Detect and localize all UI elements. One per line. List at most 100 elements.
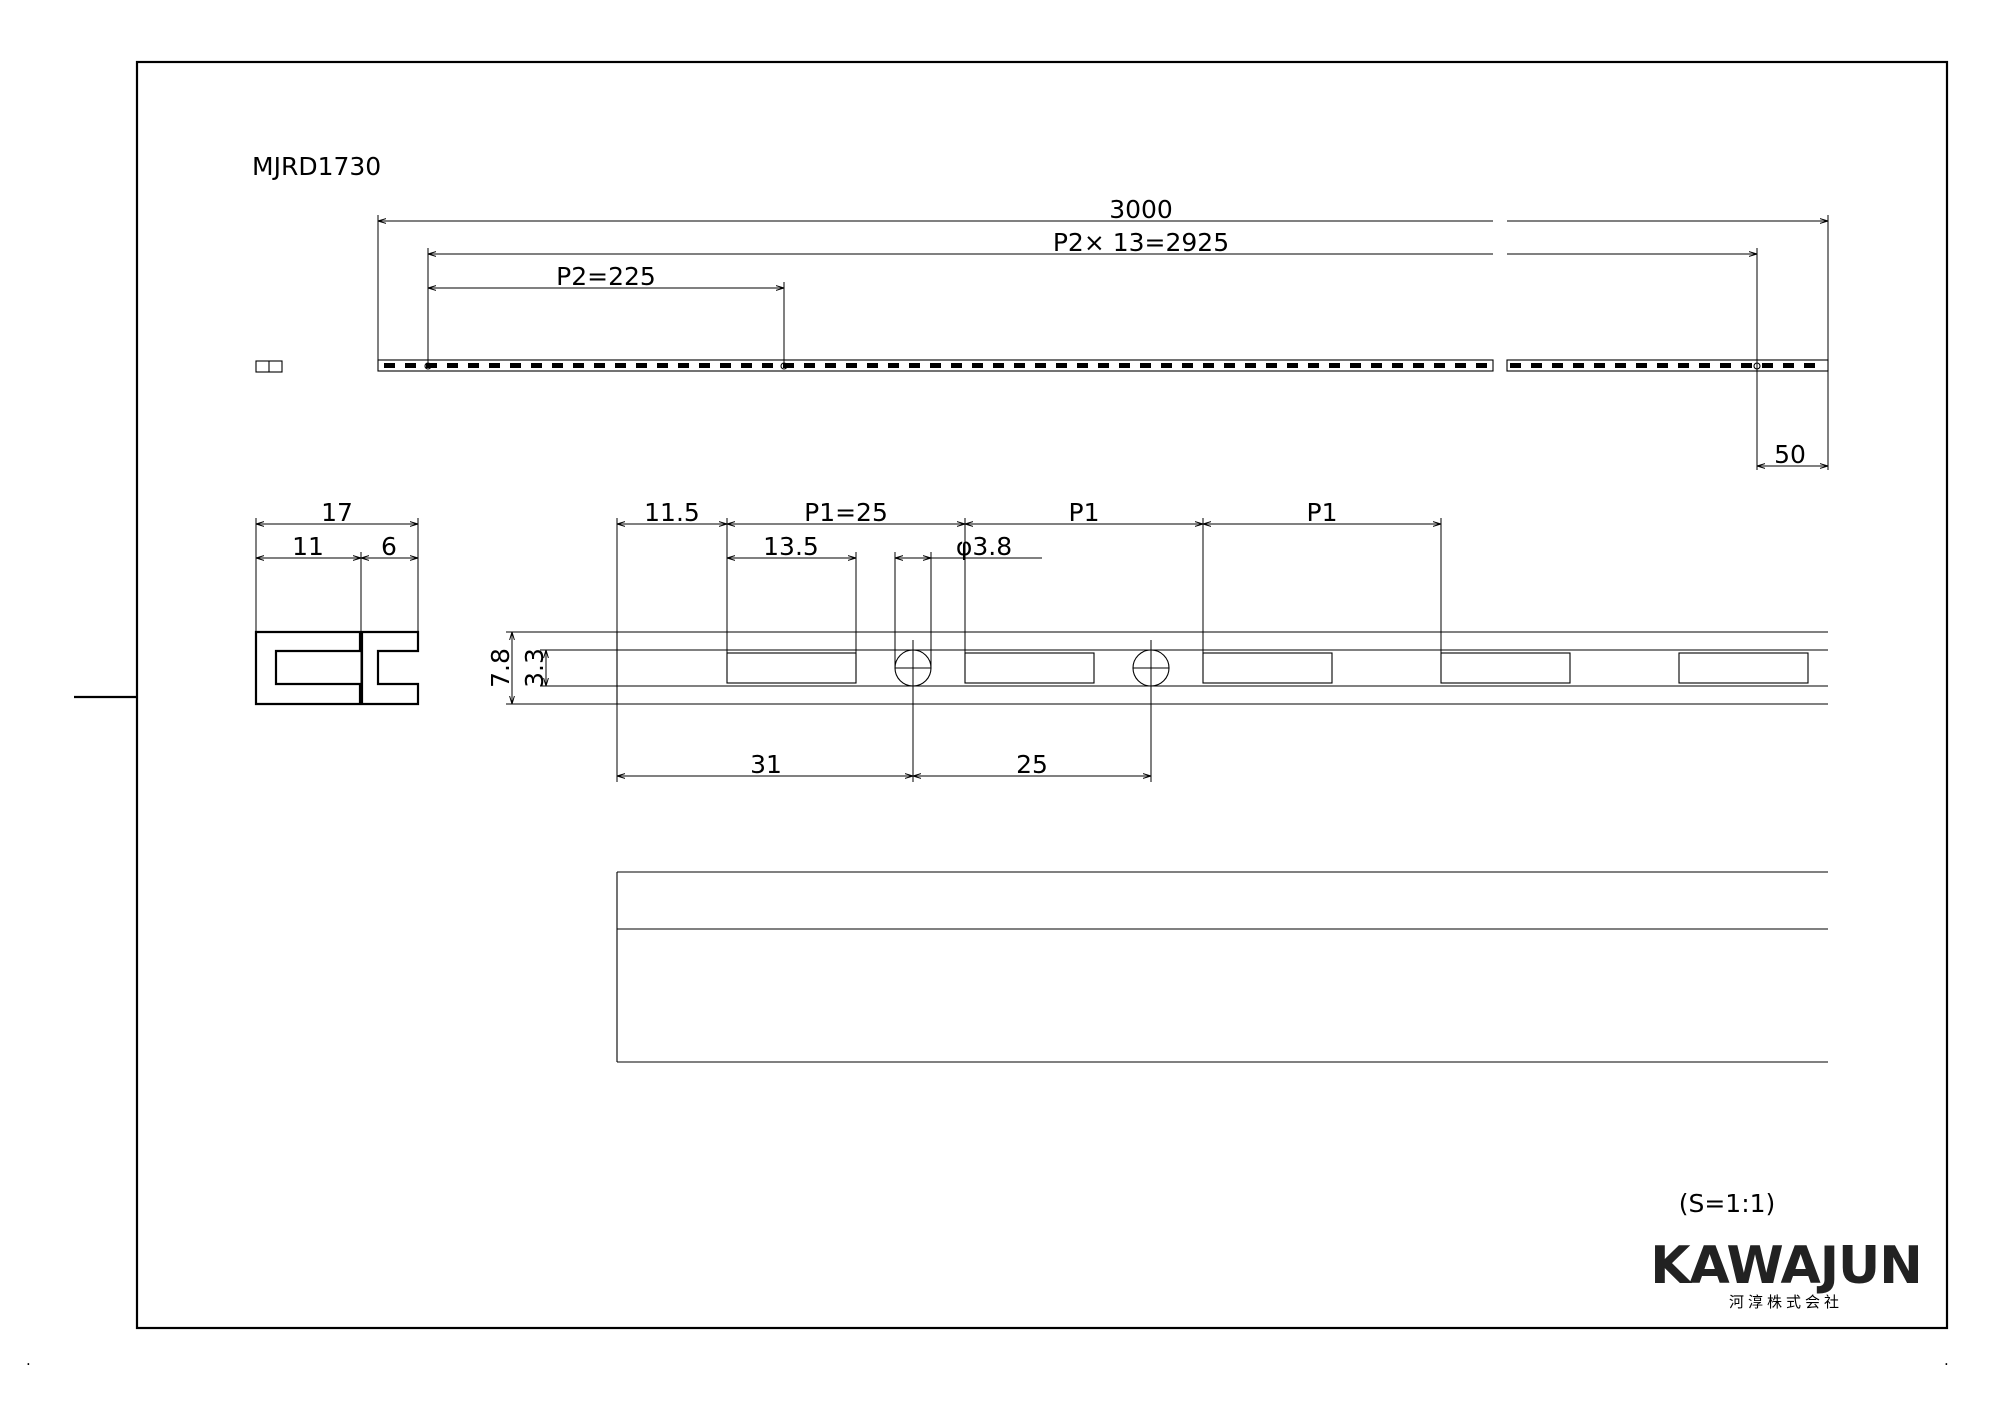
slot-5 (1678, 652, 1809, 684)
slot-1 (726, 652, 857, 684)
rail-slot-mark (615, 363, 626, 368)
rail-slot-mark (1720, 363, 1731, 368)
corner-mark-right: . (1944, 1351, 1949, 1369)
rail-slot-mark (489, 363, 500, 368)
dim-p1-b: P1 (1307, 498, 1338, 527)
drawing-border (135, 60, 1949, 1330)
logo-company: 河淳株式会社 (1729, 1293, 1843, 1311)
corner-mark-left: . (26, 1351, 31, 1369)
rail-slot-mark (1287, 363, 1298, 368)
dim-hole-pitch: 25 (1016, 750, 1048, 779)
rail-slot-mark (1573, 363, 1584, 368)
slot-4 (1440, 652, 1571, 684)
rail-slot-mark (825, 363, 836, 368)
dim-height-inner: 3.3 (520, 648, 549, 688)
rail-slot-mark (678, 363, 689, 368)
rail-slot-mark (1678, 363, 1689, 368)
rail-slot-mark (1014, 363, 1025, 368)
rail-slot-mark (384, 363, 395, 368)
rail-slot-mark (1804, 363, 1815, 368)
dim-section-right: 6 (381, 532, 397, 561)
section-profile-left (254, 630, 362, 706)
dim-slot-length: 13.5 (763, 532, 819, 561)
rail-slot-mark (1119, 363, 1130, 368)
rail-slot-mark (783, 363, 794, 368)
rail-slot-mark (1434, 363, 1445, 368)
rail-slot-mark (1594, 363, 1605, 368)
rail-slot-mark (1224, 363, 1235, 368)
rail-body-left (377, 359, 1494, 372)
part-number: MJRD1730 (252, 152, 381, 181)
rail-overview: 3000 P2× 13=2925 P2=225 50 (255, 195, 1829, 470)
dim-pitch-p1: P1=25 (804, 498, 888, 527)
kawajun-logo: KAWAJUN 河淳株式会社 (1650, 1236, 1923, 1311)
rail-slot-mark (1741, 363, 1752, 368)
rail-slot-mark (846, 363, 857, 368)
end-profile-small (255, 360, 283, 373)
rail-slot-mark (1056, 363, 1067, 368)
rail-slot-mark (447, 363, 458, 368)
rail-slot-mark (1510, 363, 1521, 368)
rail-slot-mark (1636, 363, 1647, 368)
cross-section: 17 11 6 (254, 498, 420, 706)
rail-slot-mark (699, 363, 710, 368)
dim-section-width: 17 (321, 498, 353, 527)
rail-slot-mark (1161, 363, 1172, 368)
rail-slot-mark (1329, 363, 1340, 368)
rail-slot-mark (762, 363, 773, 368)
rail-slot-mark (468, 363, 479, 368)
rail-slot-mark (1371, 363, 1382, 368)
rail-slot-mark (552, 363, 563, 368)
rail-slot-mark (930, 363, 941, 368)
rail-detail: 11.5 P1=25 P1 P1 13.5 φ3.8 31 25 7.8 3.3 (486, 498, 1828, 782)
rail-slot-mark (1699, 363, 1710, 368)
dim-p1-a: P1 (1069, 498, 1100, 527)
rail-slot-mark (1392, 363, 1403, 368)
rail-slot-pattern (384, 363, 1815, 368)
logo-wordmark: KAWAJUN (1650, 1236, 1922, 1296)
rail-slot-mark (1783, 363, 1794, 368)
dim-pitch-p2: P2=225 (556, 262, 656, 291)
rail-slot-mark (1308, 363, 1319, 368)
rail-slot-mark (1098, 363, 1109, 368)
rail-slot-mark (1266, 363, 1277, 368)
rail-slot-mark (1035, 363, 1046, 368)
dim-total-length: 3000 (1109, 195, 1173, 224)
rail-slot-mark (972, 363, 983, 368)
rail-slot-mark (1203, 363, 1214, 368)
rail-slot-mark (909, 363, 920, 368)
dim-end-offset: 50 (1774, 440, 1806, 469)
rail-slot-mark (951, 363, 962, 368)
rail-slot-mark (1350, 363, 1361, 368)
dim-hole-offset: 31 (750, 750, 782, 779)
rail-slot-mark (636, 363, 647, 368)
rail-slot-mark (804, 363, 815, 368)
rail-slot-mark (1531, 363, 1542, 368)
rail-side-view (616, 871, 1828, 1063)
rail-slot-mark (741, 363, 752, 368)
rail-slot-mark (1657, 363, 1668, 368)
dim-height-outer: 7.8 (486, 648, 515, 688)
dim-start-offset: 11.5 (644, 498, 700, 527)
slot-2 (964, 652, 1095, 684)
section-profile-right (360, 630, 420, 706)
rail-slot-mark (720, 363, 731, 368)
rail-slot-mark (1762, 363, 1773, 368)
rail-slot-mark (1476, 363, 1487, 368)
rail-slot-mark (1077, 363, 1088, 368)
dim-pitch-total: P2× 13=2925 (1053, 228, 1229, 257)
rail-slot-mark (1182, 363, 1193, 368)
dim-section-left: 11 (292, 532, 324, 561)
rail-slot-mark (1552, 363, 1563, 368)
rail-slot-mark (657, 363, 668, 368)
rail-slot-mark (573, 363, 584, 368)
rail-slot-mark (531, 363, 542, 368)
dim-hole-diameter: φ3.8 (956, 532, 1012, 561)
slot-3 (1202, 652, 1333, 684)
rail-slot-mark (888, 363, 899, 368)
rail-slot-mark (867, 363, 878, 368)
rail-slot-mark (1615, 363, 1626, 368)
rail-slot-mark (510, 363, 521, 368)
rail-slot-mark (594, 363, 605, 368)
